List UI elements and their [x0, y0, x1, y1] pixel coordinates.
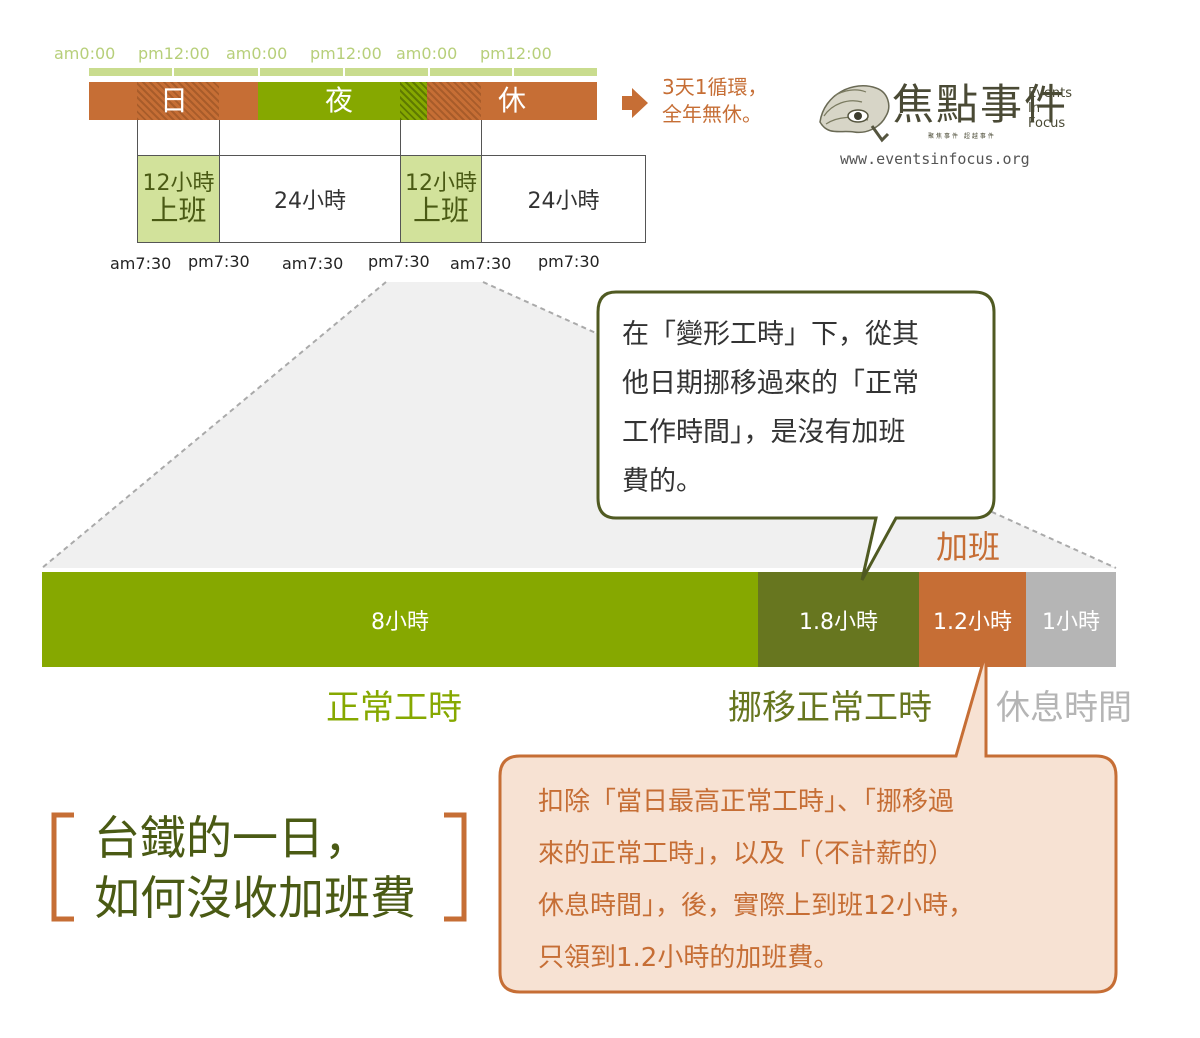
cell-line: 上班: [412, 194, 469, 227]
normal-hours-label: 正常工時: [326, 688, 462, 728]
callout-line: 工作時間」，是沒有加班: [622, 417, 906, 448]
callout-line: 扣除「當日最高正常工時」、「挪移過: [538, 787, 955, 817]
time-label: am7:30: [110, 254, 172, 273]
hours-bar-label: 8小時: [371, 609, 429, 635]
eye-logo-icon: [819, 85, 890, 143]
time-label: pm7:30: [188, 252, 250, 271]
connector-line: [219, 120, 220, 156]
callout-bottom-shape: [498, 651, 1118, 994]
tick-mark: [428, 68, 430, 76]
title-text: 台鐵的一日， 如何沒收加班費: [94, 808, 416, 928]
overtime-label: 加班: [936, 528, 1001, 566]
hours-bar-segment: 1.8小時: [758, 572, 919, 667]
cell-line: 24小時: [274, 189, 346, 214]
title-line: 如何沒收加班費: [94, 871, 416, 925]
callout-top-text: 在「變形工時」下，從其 他日期挪移過來的「正常 工作時間」，是沒有加班 費的。: [622, 310, 982, 506]
cycle-note-line: 全年無休。: [662, 102, 762, 126]
time-label: am7:30: [282, 254, 344, 273]
rest-work-hatch: [427, 82, 481, 120]
segment-label-night: 夜: [325, 84, 354, 117]
callout-bottom-text: 扣除「當日最高正常工時」、「挪移過 來的正常工時」，以及「（不計薪的） 休息時間…: [538, 776, 1098, 984]
logo-url: www.eventsinfocus.org: [840, 150, 1030, 168]
time-label: pm7:30: [368, 252, 430, 271]
tick-mark: [172, 68, 174, 76]
tick-label: am0:00: [54, 44, 116, 63]
connector-line: [481, 120, 482, 156]
hours-bar-segment: 1.2小時: [919, 572, 1026, 667]
callout-top-shape: [596, 290, 996, 581]
left-bracket-icon: [51, 812, 74, 922]
logo-english-line: In: [1028, 101, 1041, 116]
logo-english-line: Focus: [1028, 116, 1066, 131]
connector-line: [137, 120, 138, 156]
tick-label: pm12:00: [480, 44, 552, 63]
tick-mark: [512, 68, 514, 76]
logo-title: 焦點事件: [892, 80, 1069, 129]
tick-label: am0:00: [226, 44, 288, 63]
night-shift-segment: [258, 82, 400, 120]
callout-line: 費的。: [622, 466, 703, 497]
right-bracket-icon: [444, 812, 467, 922]
cell-line: 上班: [150, 194, 207, 227]
cell-line: 12小時: [142, 171, 215, 196]
tick-label: pm12:00: [138, 44, 210, 63]
table-cell-off: 24小時: [220, 156, 401, 242]
day-work-hatch: [137, 82, 219, 120]
hours-bar-segment: 8小時: [42, 572, 758, 667]
table-frame: [137, 155, 646, 243]
segment-label-rest: 休: [498, 84, 527, 117]
callout-line: 休息時間」，後，實際上到班12小時，: [538, 891, 975, 921]
cycle-note: 3天1循環， 全年無休。: [662, 74, 767, 128]
table-cell-work: 12小時 上班: [138, 156, 220, 242]
rest-hours-label: 休息時間: [996, 688, 1132, 728]
cycle-note-line: 3天1循環，: [662, 75, 768, 99]
hours-bar-label: 1.8小時: [799, 609, 878, 635]
callout-line: 只領到1.2小時的加班費。: [538, 943, 840, 973]
hours-bar-label: 1小時: [1042, 609, 1100, 635]
moved-hours-label: 挪移正常工時: [728, 688, 932, 728]
night-work-hatch: [400, 82, 427, 120]
title-line: 台鐵的一日，: [94, 811, 370, 865]
tick-mark: [343, 68, 345, 76]
tick-label: pm12:00: [310, 44, 382, 63]
logo-tagline: 聚焦事件 超越事件: [928, 133, 996, 140]
callout-line: 在「變形工時」下，從其: [622, 319, 919, 350]
hours-bar: 8小時 1.8小時 1.2小時 1小時: [42, 572, 1116, 667]
hours-bar-label: 1.2小時: [933, 609, 1012, 635]
hours-bar-segment: 1小時: [1026, 572, 1116, 667]
cell-line: 12小時: [405, 171, 477, 196]
cell-line: 24小時: [527, 189, 600, 214]
tick-label: am0:00: [396, 44, 458, 63]
table-cell-work: 12小時 上班: [401, 156, 482, 242]
connector-line: [400, 120, 401, 156]
logo-english: Events In Focus: [1028, 86, 1072, 131]
time-label: pm7:30: [538, 252, 600, 271]
table-cell-off: 24小時: [482, 156, 645, 242]
callout-line: 他日期挪移過來的「正常: [622, 368, 919, 399]
callout-line: 來的正常工時」，以及「（不計薪的）: [538, 839, 955, 869]
time-label: am7:30: [450, 254, 512, 273]
logo-english-line: Events: [1028, 86, 1073, 101]
arrow-right-icon: [622, 88, 648, 118]
segment-label-day: 日: [160, 84, 189, 117]
tick-mark: [258, 68, 260, 76]
